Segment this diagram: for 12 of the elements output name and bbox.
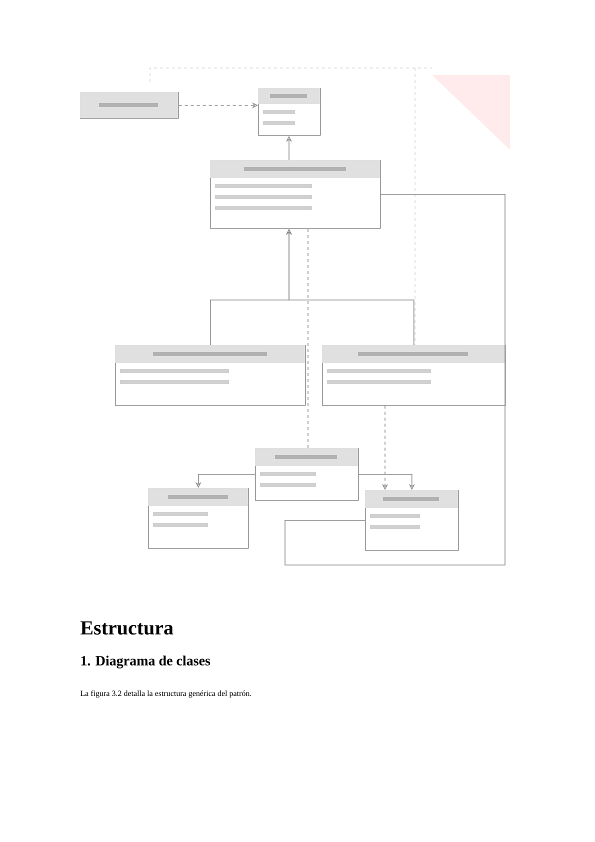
body-text: La figura 3.2 detalla la estructura genérica del patrón. — [80, 690, 252, 698]
class-box — [115, 345, 306, 406]
class-box — [322, 345, 506, 406]
section-heading: Estructura — [80, 621, 174, 635]
class-box — [148, 488, 249, 549]
class-box — [80, 92, 179, 119]
class-box — [365, 490, 459, 551]
subsection-heading: 1. Diagrama de clases — [81, 656, 210, 668]
class-box — [255, 448, 359, 501]
connector — [284, 194, 506, 566]
class-box — [210, 160, 381, 229]
class-box — [258, 88, 321, 136]
